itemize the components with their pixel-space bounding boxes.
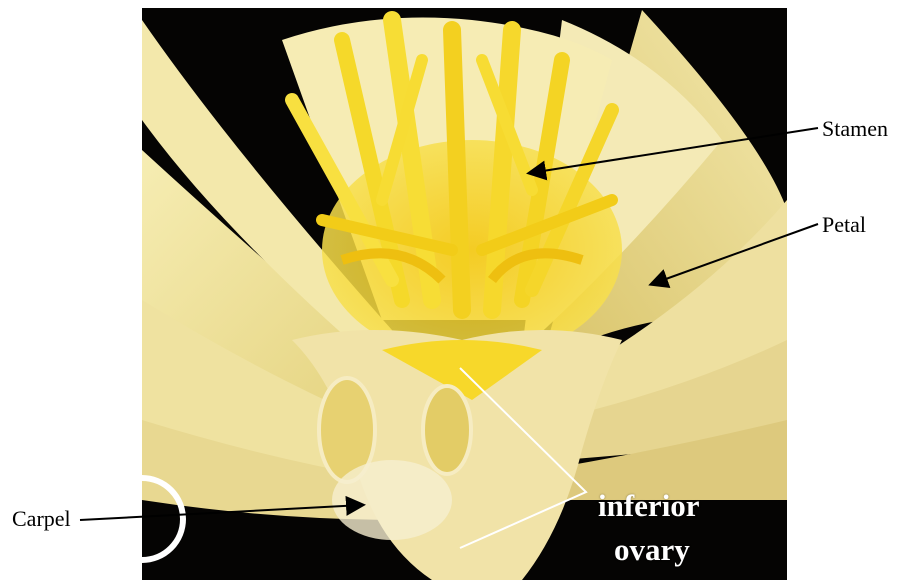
inferior-label: inferior <box>598 490 700 521</box>
petal-label: Petal <box>822 214 866 236</box>
petal-arrow <box>652 224 818 284</box>
inferior-ovary-bracket <box>460 368 586 548</box>
ovary-label: ovary <box>614 534 690 565</box>
carpel-arrow <box>80 505 362 520</box>
stamen-arrow <box>530 128 818 173</box>
stamen-label: Stamen <box>822 118 888 140</box>
carpel-label: Carpel <box>12 508 71 530</box>
